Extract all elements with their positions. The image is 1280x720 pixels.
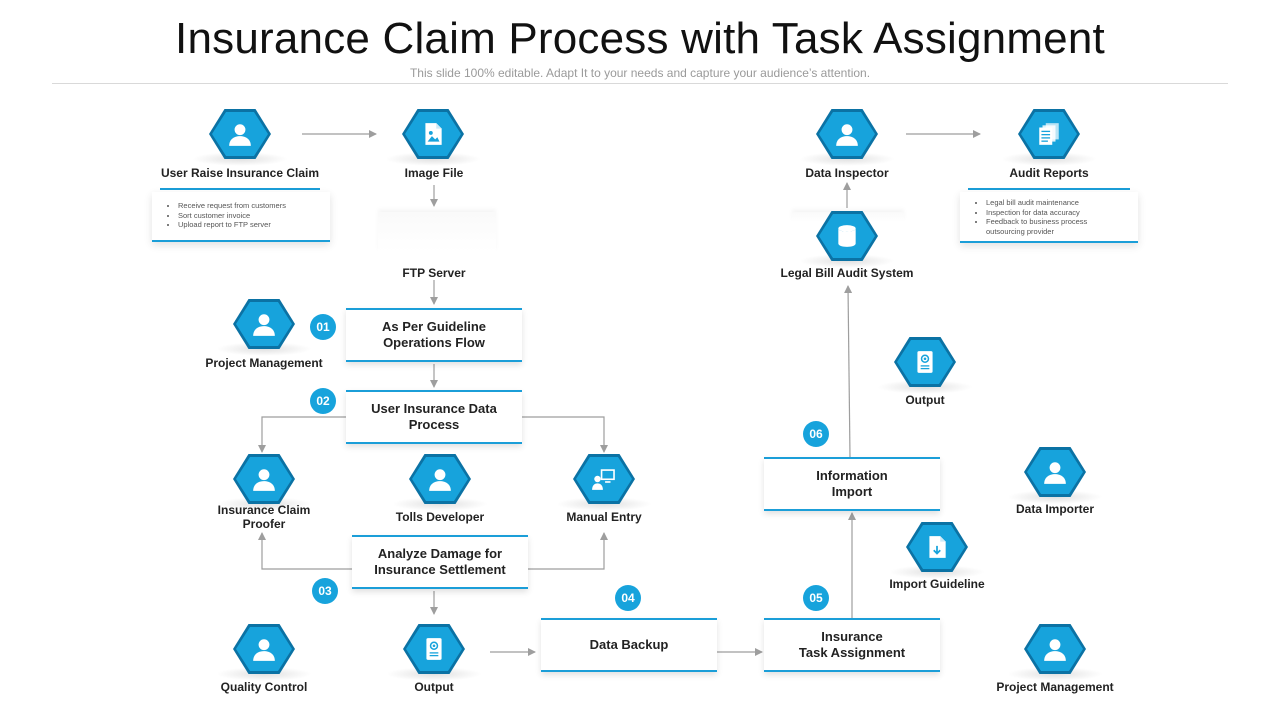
step-badge-02: 02 <box>310 388 336 414</box>
step-badge-03: 03 <box>312 578 338 604</box>
step-box-06[interactable]: Information Import <box>764 457 940 511</box>
file-download-icon <box>929 536 946 558</box>
claim-proofer-label: Insurance Claim Proofer <box>217 503 311 531</box>
audit-reports-notes: Legal bill audit maintenance Inspection … <box>960 192 1138 243</box>
note-item: Inspection for data accuracy <box>986 208 1128 218</box>
step-badge-05: 05 <box>803 585 829 611</box>
user-icon <box>1044 639 1066 661</box>
step-box-02[interactable]: User Insurance Data Process <box>346 390 522 444</box>
user-raise-claim-label: User Raise Insurance Claim <box>160 166 320 180</box>
note-item: Upload report to FTP server <box>178 220 320 230</box>
user-icon <box>253 639 275 661</box>
database-icon <box>838 225 856 247</box>
data-inspector-label: Data Inspector <box>805 166 889 180</box>
step-box-01[interactable]: As Per Guideline Operations Flow <box>346 308 522 362</box>
ftp-server-backdrop <box>378 212 496 252</box>
certificate-icon <box>917 351 933 373</box>
certificate-icon <box>426 638 442 660</box>
step-box-05[interactable]: Insurance Task Assignment <box>764 618 940 672</box>
title-divider <box>52 83 1228 84</box>
audit-reports-notes-topline <box>968 188 1130 190</box>
user-icon <box>429 469 451 491</box>
documents-icon <box>1039 123 1059 145</box>
import-guideline-label: Import Guideline <box>889 577 985 591</box>
user-raise-notes-topline <box>160 188 320 190</box>
step-badge-06: 06 <box>803 421 829 447</box>
output-label-2: Output <box>905 393 945 407</box>
legal-bill-audit-label: Legal Bill Audit System <box>780 266 914 280</box>
project-management-label-1: Project Management <box>205 356 323 370</box>
user-icon <box>253 314 275 336</box>
user-icon <box>1044 462 1066 484</box>
output-label-1: Output <box>414 680 454 694</box>
step-badge-04: 04 <box>615 585 641 611</box>
quality-control-label: Quality Control <box>220 680 308 694</box>
data-importer-label: Data Importer <box>1015 502 1095 516</box>
note-item: Feedback to business process outsourcing… <box>986 217 1128 236</box>
note-item: Receive request from customers <box>178 201 320 211</box>
image-file-label: Image File <box>404 166 464 180</box>
step-box-03[interactable]: Analyze Damage for Insurance Settlement <box>352 535 528 589</box>
user-icon <box>229 124 251 146</box>
computer-user-icon <box>592 469 615 490</box>
user-raise-notes: Receive request from customers Sort cust… <box>152 192 330 242</box>
user-icon <box>836 124 858 146</box>
note-item: Sort customer invoice <box>178 211 320 221</box>
manual-entry-label: Manual Entry <box>566 510 642 524</box>
page-subtitle: This slide 100% editable. Adapt It to yo… <box>409 66 871 80</box>
note-item: Legal bill audit maintenance <box>986 198 1128 208</box>
audit-reports-label: Audit Reports <box>1009 166 1089 180</box>
step-box-04[interactable]: Data Backup <box>541 618 717 672</box>
step-badge-01: 01 <box>310 314 336 340</box>
ftp-server-label: FTP Server <box>402 266 466 280</box>
image-file-icon <box>425 123 442 145</box>
page-title: Insurance Claim Process with Task Assign… <box>175 14 1105 63</box>
project-management-label-2: Project Management <box>996 680 1114 694</box>
user-icon <box>253 469 275 491</box>
tolls-developer-label: Tolls Developer <box>395 510 485 524</box>
